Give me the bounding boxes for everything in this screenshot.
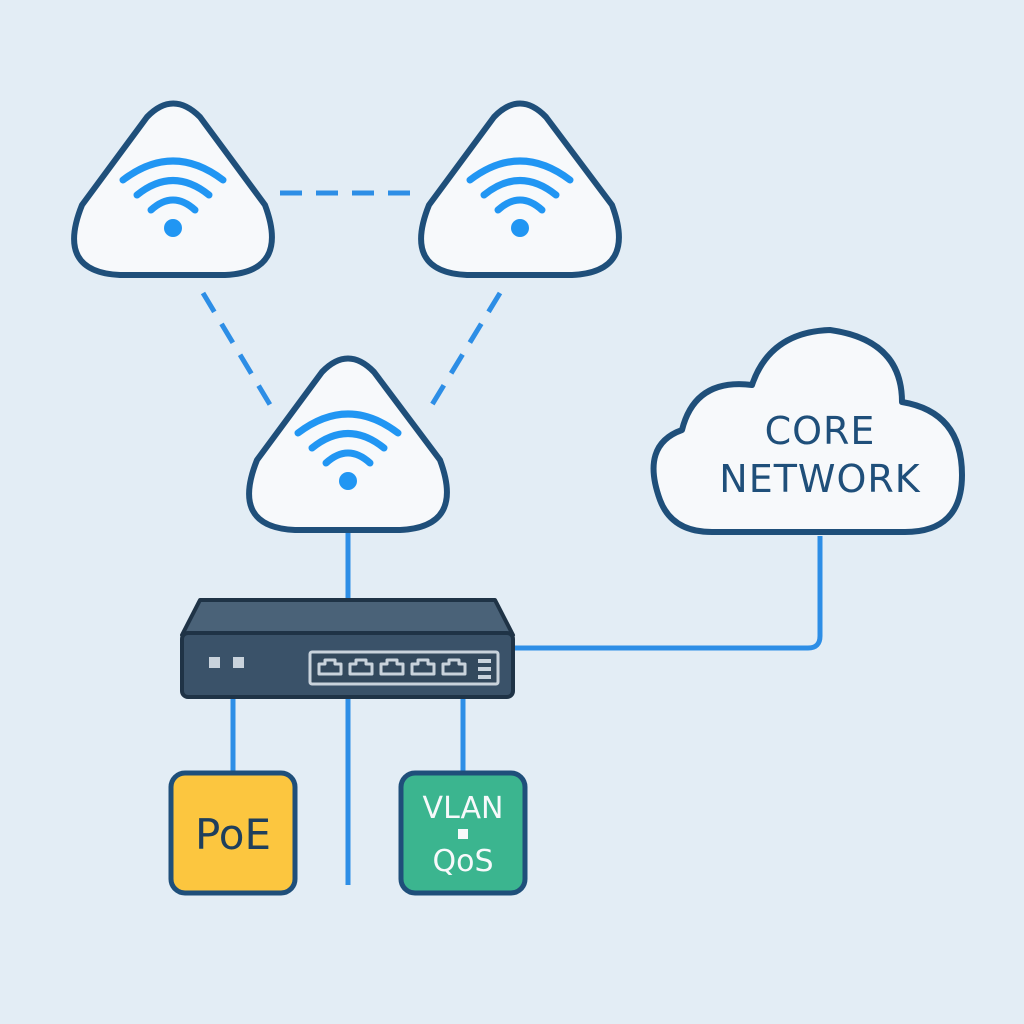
cloud-label-line1: CORE xyxy=(765,409,876,453)
switch-port-bank xyxy=(308,650,500,686)
ethernet-port xyxy=(317,658,343,676)
wired-links xyxy=(230,532,823,885)
access-point-center xyxy=(246,355,450,533)
status-led xyxy=(233,657,244,668)
ethernet-port xyxy=(410,658,436,676)
vlan-qos-badge: VLAN QoS xyxy=(398,770,528,896)
ethernet-port xyxy=(441,658,467,676)
sfp-slot xyxy=(478,659,491,663)
sfp-slot xyxy=(478,667,491,671)
poe-badge: PoE xyxy=(168,770,298,896)
separator-dot xyxy=(458,829,468,839)
switch-to-cloud-link xyxy=(512,536,823,651)
sfp-slot xyxy=(478,675,491,679)
network-switch xyxy=(180,598,515,699)
access-point-top-left xyxy=(71,100,275,278)
cloud-label-line2: NETWORK xyxy=(719,457,921,501)
ethernet-port xyxy=(348,658,374,676)
poe-label: PoE xyxy=(195,810,271,859)
qos-label: QoS xyxy=(432,844,493,879)
core-network-cloud: CORE NETWORK xyxy=(650,327,965,535)
mesh-link-left xyxy=(200,291,275,410)
switch-top-face xyxy=(180,598,515,637)
ethernet-port xyxy=(379,658,405,676)
mesh-link-right xyxy=(427,291,503,410)
vlan-label: VLAN xyxy=(423,791,504,826)
status-led xyxy=(209,657,220,668)
access-point-top-right xyxy=(418,100,622,278)
mesh-links xyxy=(200,190,503,410)
